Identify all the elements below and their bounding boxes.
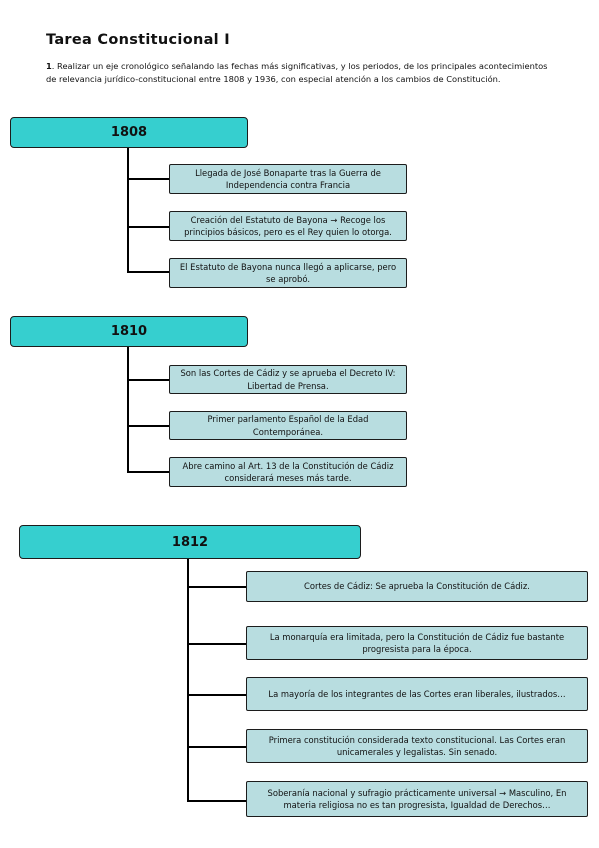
task-statement: 1. Realizar un eje cronológico señalando…	[46, 60, 556, 85]
event-box: Soberanía nacional y sufragio prácticame…	[246, 781, 588, 817]
branch-line	[127, 379, 169, 381]
branch-line	[127, 271, 169, 273]
event-box: Abre camino al Art. 13 de la Constitució…	[169, 457, 407, 487]
branch-line	[187, 800, 246, 802]
event-box: Son las Cortes de Cádiz y se aprueba el …	[169, 365, 407, 394]
event-box: El Estatuto de Bayona nunca llegó a apli…	[169, 258, 407, 288]
event-box: Primer parlamento Español de la Edad Con…	[169, 411, 407, 440]
year-header: 1812	[19, 525, 361, 559]
event-box: Llegada de José Bonaparte tras la Guerra…	[169, 164, 407, 194]
year-header: 1808	[10, 117, 248, 148]
branch-line	[187, 694, 246, 696]
timeline-connector	[187, 559, 189, 802]
event-box: La monarquía era limitada, pero la Const…	[246, 626, 588, 660]
branch-line	[127, 425, 169, 427]
event-box: La mayoría de los integrantes de las Cor…	[246, 677, 588, 711]
event-box: Creación del Estatuto de Bayona → Recoge…	[169, 211, 407, 241]
event-box: Primera constitución considerada texto c…	[246, 729, 588, 763]
branch-line	[187, 586, 246, 588]
branch-line	[127, 471, 169, 473]
task-number: 1	[46, 61, 52, 71]
timeline-connector	[127, 347, 129, 472]
year-header: 1810	[10, 316, 248, 347]
branch-line	[127, 226, 169, 228]
task-text: . Realizar un eje cronológico señalando …	[46, 61, 548, 84]
branch-line	[187, 746, 246, 748]
timeline-connector	[127, 148, 129, 272]
branch-line	[127, 178, 169, 180]
branch-line	[187, 643, 246, 645]
event-box: Cortes de Cádiz: Se aprueba la Constituc…	[246, 571, 588, 602]
page-title: Tarea Constitucional I	[46, 32, 230, 48]
